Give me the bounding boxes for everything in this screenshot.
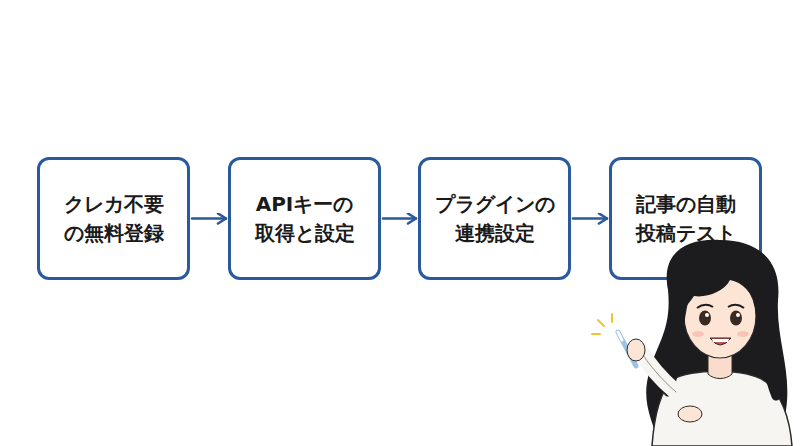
- sparkle: [611, 314, 613, 322]
- cheek: [692, 331, 704, 337]
- hair-strand: [668, 300, 684, 392]
- eye: [730, 311, 742, 326]
- pen-cap: [618, 332, 622, 340]
- step-label: APIキーの 取得と設定: [241, 190, 368, 248]
- face: [684, 274, 756, 358]
- hand: [627, 339, 645, 361]
- arm-outline: [640, 350, 676, 392]
- eyelash: [728, 305, 744, 308]
- step-label: プラグインの 連携設定: [431, 190, 558, 248]
- eye-highlight: [705, 313, 709, 317]
- process-box: プラグインの 連携設定: [418, 157, 571, 280]
- flow-arrow: [192, 217, 226, 220]
- sparkle: [592, 333, 600, 335]
- process-box: 記事の自動 投稿テスト: [609, 157, 762, 280]
- step-label: 記事の自動 投稿テスト: [622, 190, 749, 248]
- process-box: クレカ不要 の無料登録: [37, 157, 190, 280]
- sparkle: [598, 320, 604, 326]
- cheek: [737, 331, 749, 337]
- process-box: APIキーの 取得と設定: [228, 157, 381, 280]
- flow-arrow: [383, 217, 416, 220]
- teeth: [712, 339, 729, 342]
- pen: [618, 332, 636, 366]
- hand: [678, 406, 702, 422]
- step-label: クレカ不要 の無料登録: [50, 190, 177, 248]
- hair-strand: [758, 300, 776, 396]
- eye: [699, 311, 711, 326]
- eyelash: [697, 305, 713, 308]
- neck: [708, 352, 732, 379]
- flow-arrow: [573, 217, 607, 220]
- mouth: [710, 338, 731, 345]
- arm: [640, 350, 676, 392]
- sweater: [652, 371, 792, 446]
- eye-highlight: [736, 313, 740, 317]
